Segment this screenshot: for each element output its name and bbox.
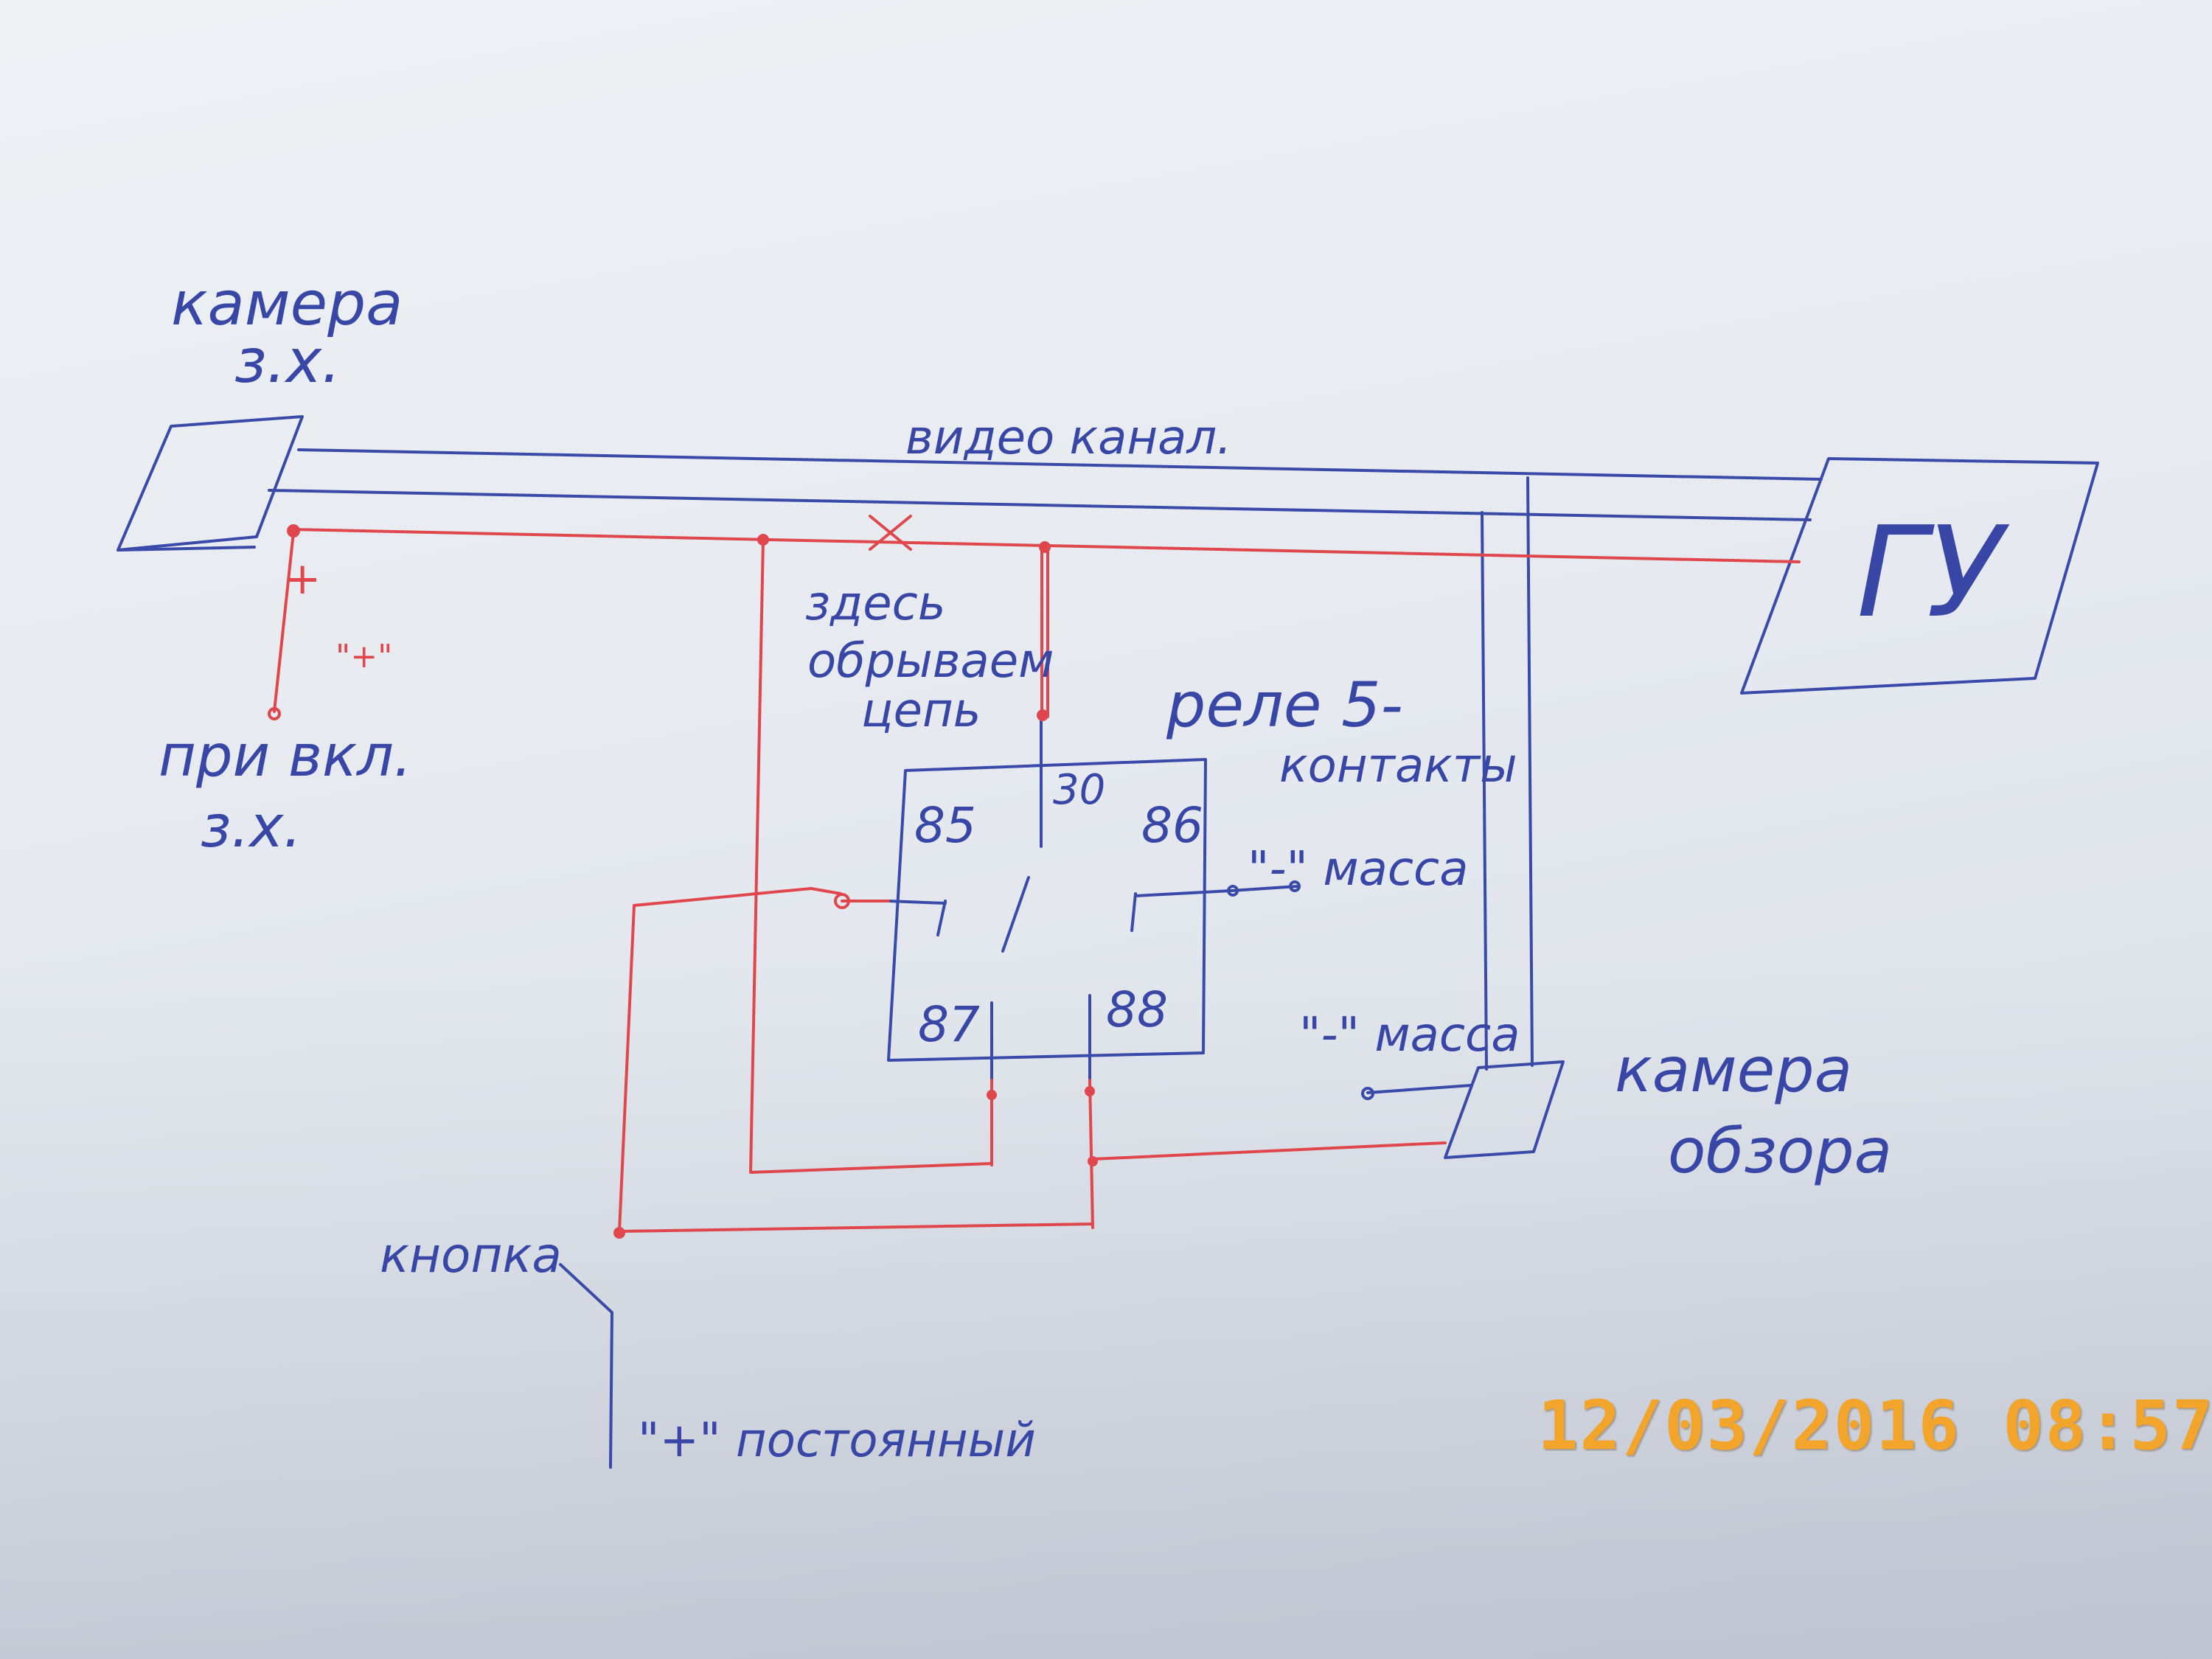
label-ground-relay: "-" масса [1248,842,1468,897]
paper-shadow [0,959,2212,1659]
label-plus-quote: "+" [335,638,392,675]
label-video-channel: видео канал. [905,411,1232,465]
label-break-1: здесь [805,577,946,631]
front-camera-ground-wire [1361,1084,1472,1100]
label-plus: + [284,553,321,605]
label-head-unit: ГУ [1857,500,2010,646]
relay-pin-85: 85 [914,797,976,854]
power-wires [268,515,1801,1239]
label-rear-camera-1: камера [171,269,403,339]
relay-pin-30: 30 [1053,766,1105,814]
button-wire [559,1263,613,1469]
label-power-on-1: при вкл. [159,723,412,790]
relay-pin-88: 88 [1106,981,1168,1038]
label-relay-1: реле 5- [1166,669,1403,741]
rear-camera-box [116,415,304,552]
video-channel-wires [268,448,1823,1071]
label-constant-plus: "+" постоянный [638,1413,1036,1468]
label-power-on-2: з.х. [201,794,302,860]
relay-pin-87: 87 [918,996,980,1053]
label-break-2: обрываем [807,634,1054,689]
label-relay-2: контакты [1279,739,1517,793]
label-ground-camera: "-" масса [1299,1008,1520,1062]
relay-box [887,717,1301,1082]
label-button: кнопка [380,1227,562,1284]
label-break-3: цепь [861,684,981,738]
date-stamp: 12/03/2016 08:57 [1537,1386,2212,1465]
label-front-camera-1: камера [1615,1034,1852,1106]
head-unit-box [1740,457,2099,695]
label-front-camera-2: обзора [1668,1115,1892,1187]
front-camera-box [1444,1060,1565,1159]
relay-pin-86: 86 [1141,797,1203,854]
label-rear-camera-2: з.х. [234,327,341,397]
